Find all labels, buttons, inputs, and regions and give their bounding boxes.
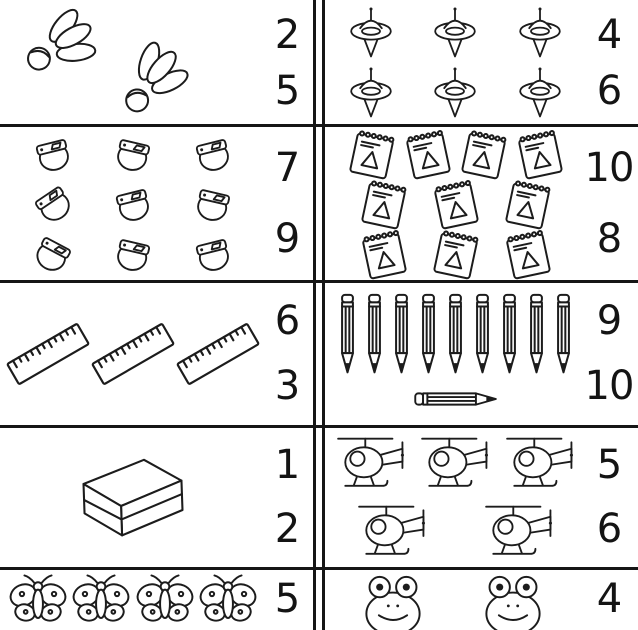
cell-pencils: 9 10 — [316, 281, 638, 426]
answer-choices: 9 10 — [582, 284, 636, 423]
choice-number: 5 — [274, 68, 300, 114]
answer-choices: 2 5 — [260, 3, 314, 123]
pencil-sharpener-icon — [182, 224, 244, 281]
choice-number: 3 — [274, 363, 300, 410]
spinning-top-icon — [423, 6, 487, 60]
choice-number: 4 — [596, 12, 622, 58]
notebook-icon — [428, 175, 483, 233]
pencil-sharpener-icon — [102, 174, 164, 232]
spinning-top-icon — [508, 66, 572, 120]
notebook-icon — [400, 126, 455, 183]
answer-choices: 5 — [260, 571, 314, 627]
notebook-icon — [356, 175, 411, 233]
cell-pencil-sharpeners: 7 9 — [0, 126, 316, 281]
pencil-sharpener-icon — [102, 126, 163, 183]
spinning-top-icon — [423, 66, 487, 120]
cell-eraser: 1 2 — [0, 426, 316, 568]
ruler-icon — [171, 314, 265, 392]
pencil-icon — [389, 286, 414, 382]
helicopter-icon — [332, 433, 410, 493]
butterfly-icon — [7, 573, 69, 630]
cell-frogs: 4 — [316, 568, 638, 630]
butterfly-icon — [197, 573, 259, 630]
notebook-icon — [344, 126, 399, 183]
choice-number: 9 — [274, 215, 300, 262]
pencil-icon — [470, 286, 495, 382]
choice-number: 2 — [274, 506, 300, 552]
pencil-icon — [524, 286, 549, 382]
answer-choices: 1 2 — [260, 429, 314, 565]
cell-helicopters: 5 6 — [316, 426, 638, 568]
cell-notebooks: 10 8 — [316, 126, 638, 281]
choice-number: 8 — [596, 215, 622, 262]
answer-choices: 5 6 — [582, 429, 636, 565]
items-area — [6, 129, 260, 278]
ruler-icon — [1, 314, 95, 392]
choice-number: 7 — [274, 145, 300, 192]
helicopter-icon — [480, 501, 558, 561]
cell-rulers: 6 3 — [0, 281, 316, 426]
notebook-icon — [500, 225, 555, 281]
cell-spinning-tops: 4 6 — [316, 0, 638, 126]
butterfly-icon — [134, 573, 196, 630]
cell-butterflies: 5 — [0, 568, 316, 630]
pencil-sharpener-icon — [19, 220, 87, 281]
shuttlecock-icon — [106, 32, 206, 125]
choice-number: 1 — [274, 442, 300, 488]
notebook-icon — [456, 126, 511, 183]
items-area — [329, 3, 582, 123]
shuttlecock-icon — [9, 0, 119, 97]
pencil-icon — [335, 286, 360, 382]
answer-choices: 7 9 — [260, 129, 314, 278]
ruler-icon — [86, 314, 180, 392]
items-area — [329, 129, 582, 278]
spinning-top-icon — [339, 66, 403, 120]
eraser-icon — [65, 446, 200, 549]
items-area — [329, 429, 582, 565]
notebook-icon — [356, 225, 411, 281]
answer-choices: 4 6 — [582, 3, 636, 123]
choice-number: 6 — [596, 506, 622, 552]
pencil-horizontal-icon — [410, 386, 502, 412]
answer-choices: 10 8 — [582, 129, 636, 278]
pencil-icon — [416, 286, 441, 382]
choice-number: 6 — [596, 68, 622, 114]
helicopter-icon — [353, 501, 431, 561]
pencil-icon — [443, 286, 468, 382]
choice-number: 5 — [596, 442, 622, 488]
pencil-icon — [362, 286, 387, 382]
spinning-top-icon — [508, 6, 572, 60]
choice-number: 2 — [274, 12, 300, 58]
items-area — [6, 3, 260, 123]
choice-number: 6 — [274, 297, 300, 344]
items-area — [6, 284, 260, 423]
pencil-icon — [497, 286, 522, 382]
answer-choices: 6 3 — [260, 284, 314, 423]
pencil-sharpener-icon — [182, 175, 243, 232]
choice-number: 9 — [596, 297, 622, 344]
items-area — [6, 571, 260, 627]
notebook-icon — [512, 126, 567, 183]
frog-icon — [353, 573, 433, 630]
choice-number: 5 — [274, 576, 300, 622]
items-area — [6, 429, 260, 565]
answer-choices: 4 — [582, 571, 636, 627]
notebook-icon — [500, 175, 555, 233]
helicopter-icon — [501, 433, 579, 493]
pencil-icon — [551, 286, 576, 382]
pencil-sharpener-icon — [102, 224, 163, 281]
pencil-sharpener-icon — [182, 126, 244, 183]
helicopter-icon — [416, 433, 494, 493]
cell-shuttlecocks: 2 5 — [0, 0, 316, 126]
choice-number: 4 — [596, 576, 622, 622]
notebook-icon — [428, 225, 483, 281]
items-area — [329, 571, 582, 627]
items-area — [329, 284, 582, 423]
spinning-top-icon — [339, 6, 403, 60]
choice-number: 10 — [584, 363, 635, 410]
butterfly-icon — [70, 573, 132, 630]
choice-number: 10 — [584, 145, 635, 192]
frog-icon — [473, 573, 553, 630]
